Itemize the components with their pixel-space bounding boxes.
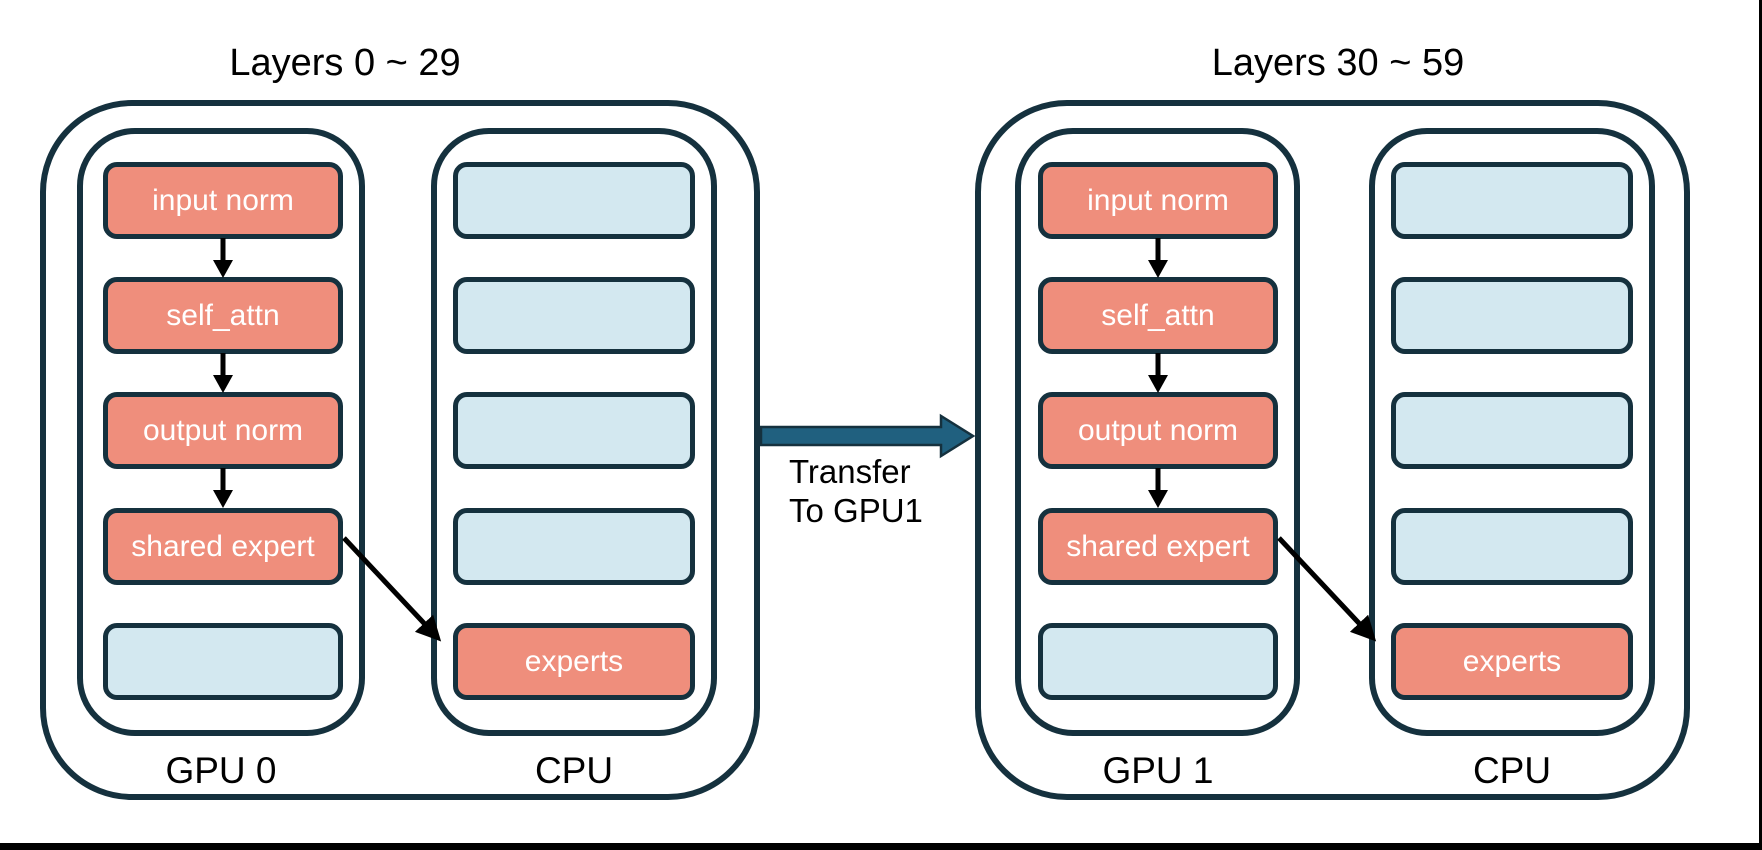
gpu0-box-output-norm-label: output norm [142,413,304,447]
right-frame-edge [1759,0,1762,850]
gpu1-box-output-norm: output norm [1038,392,1278,469]
gpu1-box-shared-expert-label: shared expert [1066,529,1250,563]
gpu0-box-output-norm: output norm [103,392,343,469]
gpu1-shared-to-experts-arrow [1277,536,1377,642]
gpu0-box-self-attn: self_attn [103,277,343,354]
gpu1-box-shared-expert: shared expert [1038,508,1278,585]
gpu0-label: GPU 0 [165,750,277,791]
bottom-frame-edge [0,843,1762,850]
gpu0-box-self-attn-label: self_attn [166,298,280,332]
gpu1-box-self-attn: self_attn [1038,277,1278,354]
gpu0-box-shared-expert: shared expert [103,508,343,585]
gpu0-flow-down-arrow-2 [213,353,233,393]
cpu-right-box-experts-label: experts [1462,644,1562,678]
cpu-right-empty-slot-3 [1391,392,1633,469]
gpu1-empty-slot [1038,623,1278,700]
gpu0-flow-down-arrow-3 [213,468,233,508]
right-group-title: Layers 30 ~ 59 [1211,42,1465,84]
gpu1-box-output-norm-label: output norm [1077,413,1239,447]
cpu-left-empty-slot-3 [453,392,695,469]
cpu-right-empty-slot-4 [1391,508,1633,585]
cpu-right-box-experts: experts [1391,623,1633,700]
gpu0-flow-down-arrow-1 [213,238,233,278]
transfer-label-line2: To GPU1 [789,492,923,529]
cpu-right-label: CPU [1472,750,1552,791]
gpu0-box-input-norm-label: input norm [152,183,294,217]
cpu-left-empty-slot-4 [453,508,695,585]
cpu-left-box-experts-label: experts [524,644,624,678]
cpu-left-empty-slot-1 [453,162,695,239]
cpu-right-empty-slot-2 [1391,277,1633,354]
cpu-right-empty-slot-1 [1391,162,1633,239]
transfer-label-line1: Transfer [789,453,911,490]
cpu-left-box-experts: experts [453,623,695,700]
gpu0-empty-slot [103,623,343,700]
gpu0-box-input-norm: input norm [103,162,343,239]
transfer-arrow [760,413,975,459]
cpu-left-empty-slot-2 [453,277,695,354]
gpu0-box-shared-expert-label: shared expert [131,529,315,563]
gpu1-flow-down-arrow-3 [1148,468,1168,508]
gpu1-label: GPU 1 [1102,750,1214,791]
gpu1-box-self-attn-label: self_attn [1101,298,1215,332]
cpu-left-label: CPU [534,750,614,791]
gpu0-shared-to-experts-arrow [342,536,442,642]
gpu1-box-input-norm: input norm [1038,162,1278,239]
left-group-title: Layers 0 ~ 29 [229,42,461,84]
gpu1-flow-down-arrow-1 [1148,238,1168,278]
gpu1-box-input-norm-label: input norm [1087,183,1229,217]
gpu1-flow-down-arrow-2 [1148,353,1168,393]
